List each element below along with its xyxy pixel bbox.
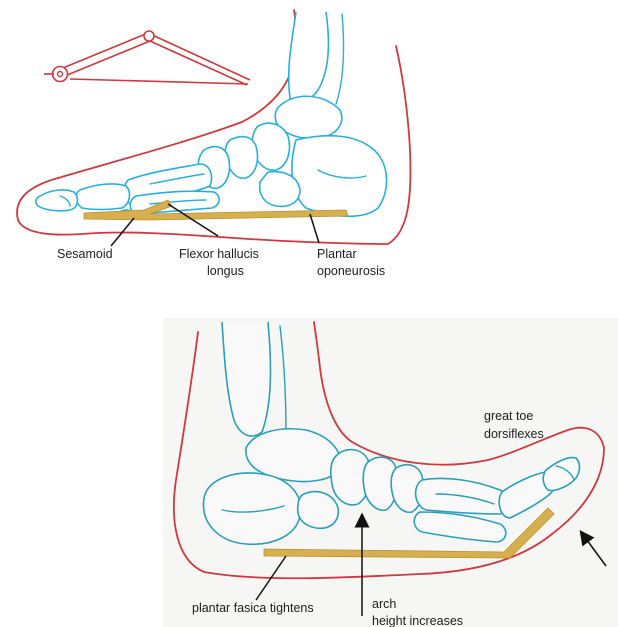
plantar-fascia-label: plantar fasica tightens bbox=[192, 601, 314, 615]
sesamoid-label: Sesamoid bbox=[57, 247, 113, 261]
plantar-aponeurosis-label-line1: Plantar bbox=[317, 247, 357, 261]
cuboid-bone bbox=[298, 492, 339, 529]
flexor-hallucis-label-line1: Flexor hallucis bbox=[179, 247, 259, 261]
proximal-phalanx bbox=[76, 184, 130, 210]
distal-phalanx bbox=[36, 190, 78, 211]
arch-label-line2: height increases bbox=[372, 614, 463, 627]
upper-foot-diagram: Sesamoid Flexor hallucis longus Plantar … bbox=[17, 10, 410, 278]
arch-label-line1: arch bbox=[372, 597, 396, 611]
great-toe-arrow bbox=[584, 536, 606, 566]
great-toe-label-line2: dorsiflexes bbox=[484, 427, 544, 441]
cuneiform-bone bbox=[225, 137, 257, 179]
upper-bones bbox=[36, 12, 387, 218]
fibula-line bbox=[336, 14, 344, 104]
windlass-icon bbox=[44, 31, 250, 85]
fibula-line bbox=[280, 326, 286, 430]
lower-foot-diagram: great toe dorsiflexes plantar fasica tig… bbox=[174, 322, 606, 627]
second-metatarsal bbox=[414, 512, 506, 542]
tibia-bone bbox=[289, 12, 329, 101]
flexor-hallucis-label-line2: longus bbox=[207, 264, 244, 278]
calcaneus-bone bbox=[292, 136, 387, 217]
calcaneus-bone bbox=[203, 473, 300, 544]
plantar-aponeurosis-label-line2: oponeurosis bbox=[317, 264, 385, 278]
distal-phalanx bbox=[543, 458, 579, 491]
great-toe-label-line1: great toe bbox=[484, 409, 533, 423]
tibia-bone bbox=[222, 322, 270, 436]
plantar-leader bbox=[310, 214, 319, 243]
